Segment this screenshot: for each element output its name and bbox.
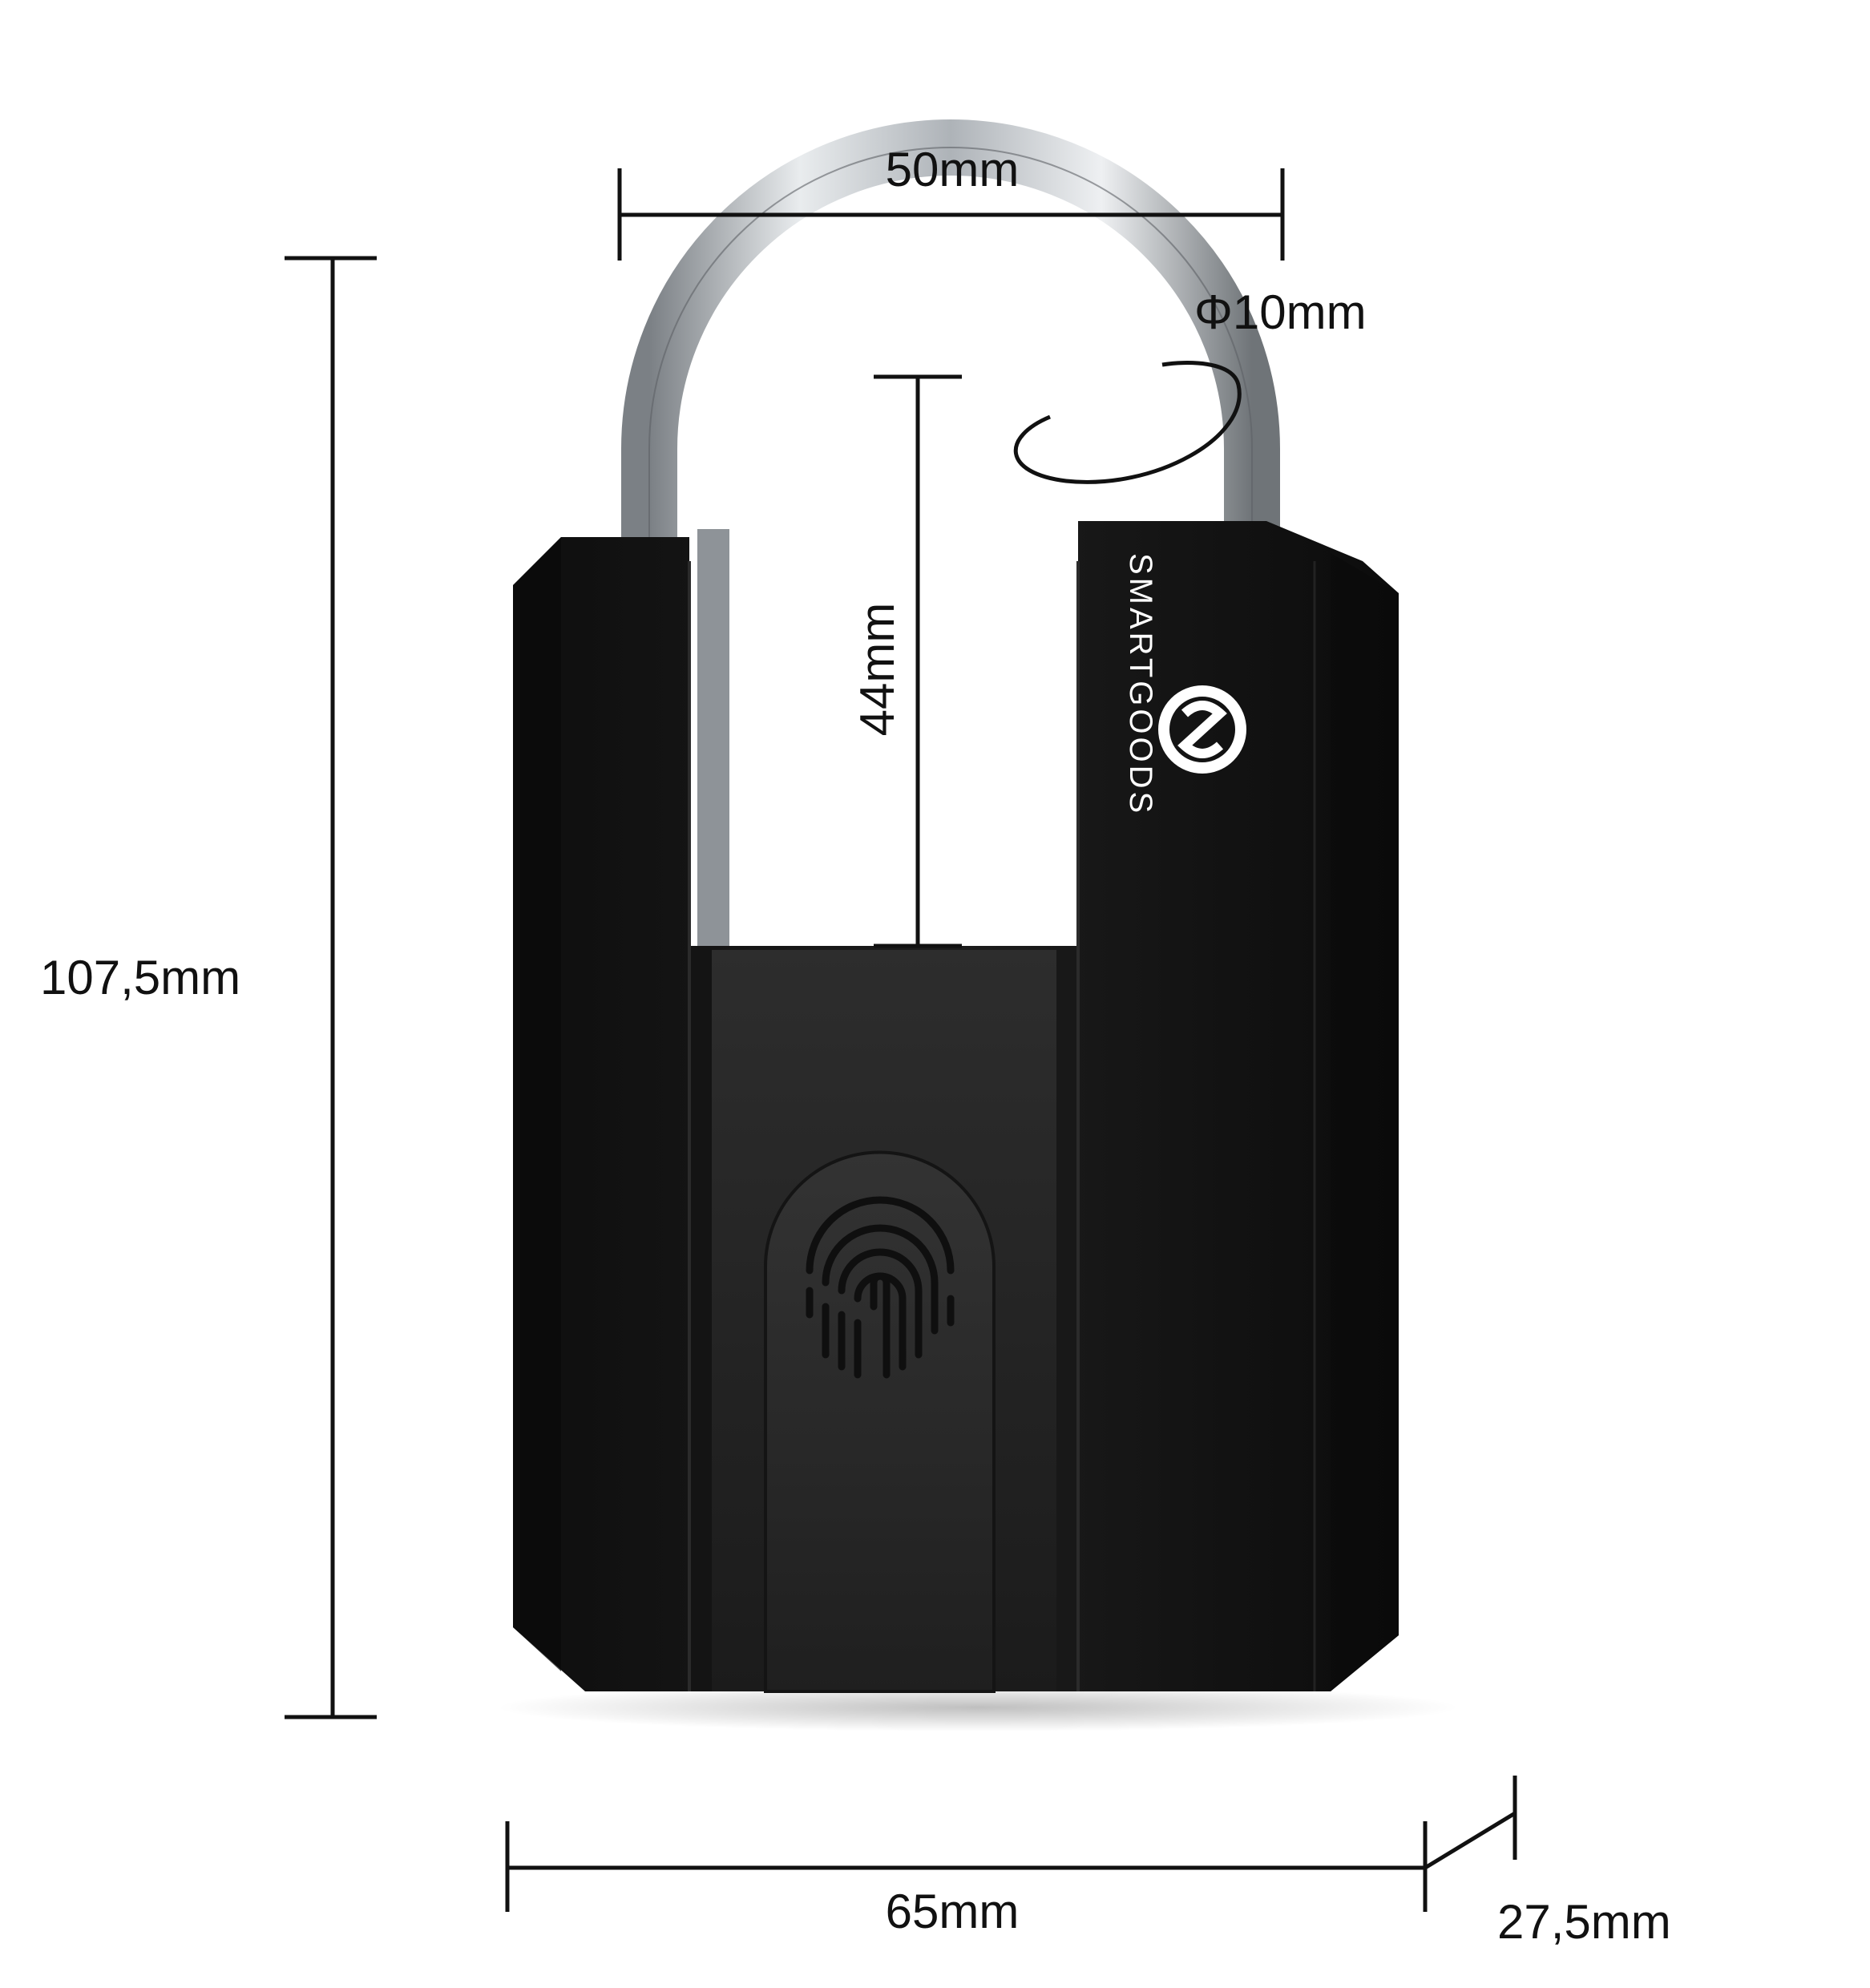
body-depth-label: 27,5mm [1497,1895,1671,1949]
smartgoods-logo-icon [1158,685,1246,774]
total-height-label: 107,5mm [40,951,240,1004]
left-facet [513,537,561,1671]
dimension-shackle-clearance [874,374,962,948]
shackle-clearance-label: 44mm [850,603,904,737]
dimension-shackle-width [617,168,1285,261]
right-facet [1331,553,1399,1691]
brand-name: SMARTGOODS [1123,553,1158,816]
shackle [621,119,1280,946]
dimension-body-depth [1424,1776,1517,1870]
shackle-diameter-label: Φ10mm [1194,285,1367,339]
shackle-inner-leg [697,529,729,946]
dimension-total-height [285,256,377,1719]
shackle-width-label: 50mm [886,143,1020,196]
body-width-label: 65mm [886,1885,1020,1938]
dimension-shackle-diameter [1013,361,1242,484]
fingerprint-icon [806,1196,955,1379]
fingerprint-pad [764,1150,996,1693]
floor-shadow [497,1683,1459,1731]
padlock-body: SMARTGOODS [513,521,1399,1693]
